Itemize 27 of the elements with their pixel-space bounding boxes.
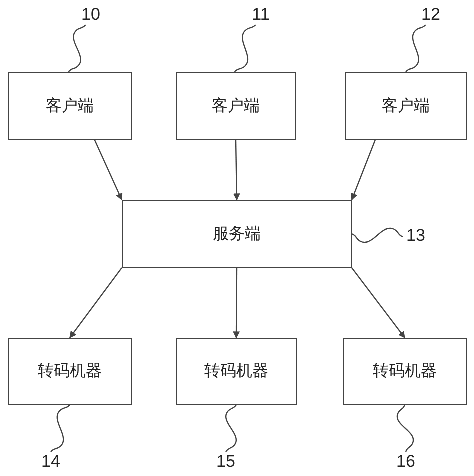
- callout-number: 16: [393, 452, 419, 472]
- callout-number: 13: [403, 226, 429, 246]
- arrow: [233, 140, 240, 201]
- callout-number: 10: [78, 5, 104, 25]
- arrow: [70, 268, 122, 339]
- leader-line: [406, 24, 426, 72]
- arrow: [352, 268, 406, 339]
- arrow: [94, 140, 123, 201]
- process-box: 客户端: [176, 72, 296, 140]
- leader-line: [234, 24, 256, 72]
- callout-number: 12: [418, 5, 444, 25]
- leader-line: [68, 24, 86, 72]
- callout-number: 11: [248, 5, 274, 25]
- leader-line: [50, 404, 70, 452]
- process-box: 客户端: [345, 72, 467, 140]
- arrow: [351, 140, 376, 201]
- process-box: 转码机器: [8, 338, 132, 405]
- leader-line: [226, 404, 237, 452]
- arrow: [233, 268, 240, 339]
- callout-number: 14: [38, 452, 64, 472]
- leader-line: [352, 228, 404, 244]
- process-box: 客户端: [8, 72, 132, 140]
- process-box: 转码机器: [343, 338, 467, 405]
- process-box: 转码机器: [176, 338, 297, 405]
- process-box: 服务端: [122, 200, 352, 268]
- callout-number: 15: [213, 452, 239, 472]
- leader-line: [396, 404, 414, 452]
